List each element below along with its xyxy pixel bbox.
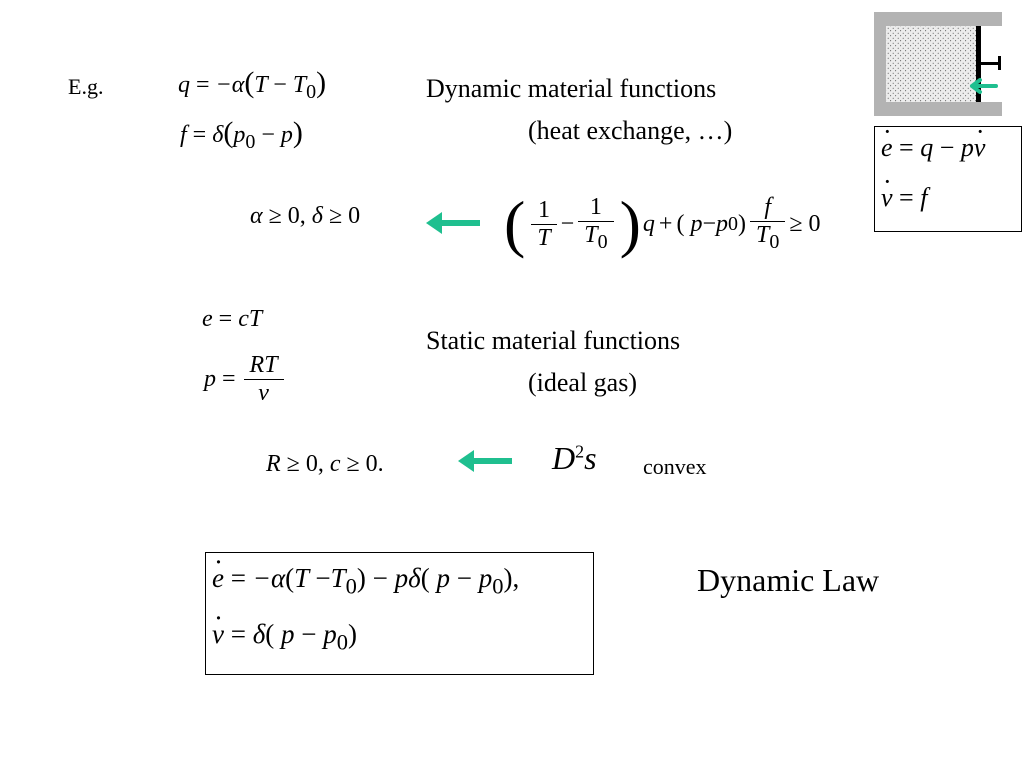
balance-equations-box: e· = q − pv· v· = f — [874, 117, 1022, 232]
dynamic-law-volume-equation: v· = δ( p − p0) — [212, 603, 358, 655]
container-left-wall — [874, 12, 886, 116]
r-c-condition: R ≥ 0, c ≥ 0. — [266, 451, 384, 477]
implication-arrow-static — [458, 450, 512, 472]
energy-relation-equation: e = cT — [202, 306, 263, 332]
dynamic-functions-heading: Dynamic material functions — [426, 74, 717, 103]
piston-wall — [976, 26, 981, 102]
alpha-delta-condition: α ≥ 0, δ ≥ 0 — [250, 203, 361, 229]
heat-flow-arrow — [970, 78, 998, 94]
piston-rod — [981, 62, 1001, 65]
container-bottom-wall — [874, 102, 1002, 116]
entropy-hessian: D2s — [552, 440, 597, 476]
dynamic-law-box: e· = −α(T −T0) − pδ( p − p0), v· = δ( p … — [205, 547, 594, 675]
implication-arrow-dynamic — [426, 212, 480, 234]
convex-label: convex — [643, 454, 707, 479]
dynamic-functions-subheading: (heat exchange, …) — [528, 116, 733, 145]
static-functions-heading: Static material functions — [426, 326, 681, 355]
piston-container-illustration — [874, 12, 1002, 116]
container-top-wall — [874, 12, 1002, 26]
piston-rod-end — [998, 56, 1001, 70]
gas-region — [886, 26, 976, 102]
example-label: E.g. — [68, 74, 104, 99]
static-functions-subheading: (ideal gas) — [528, 368, 638, 397]
dynamic-law-label: Dynamic Law — [697, 562, 880, 598]
dynamic-law-energy-equation: e· = −α(T −T0) − pδ( p − p0), — [212, 547, 520, 599]
volume-balance-equation: v· = f — [881, 167, 928, 212]
energy-balance-equation: e· = q − pv· — [881, 117, 986, 162]
f-relation-equation: f = δ(p0 − p) — [180, 116, 303, 153]
q-relation-equation: q = −α(T − T0) — [178, 66, 327, 103]
